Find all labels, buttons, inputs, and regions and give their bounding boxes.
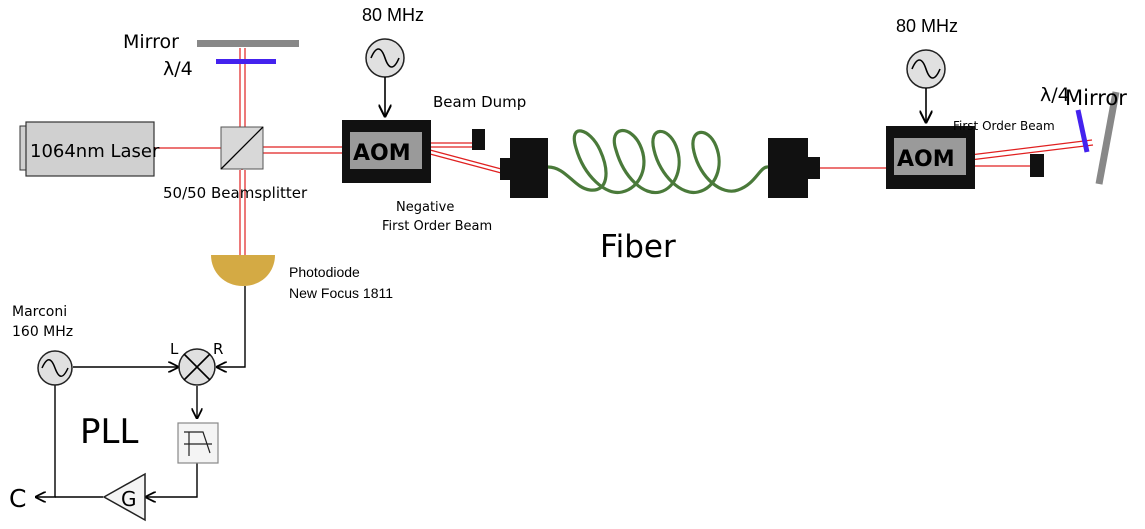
mirror-right	[1095, 91, 1120, 185]
photodiode-label-line-1: Photodiode	[289, 264, 360, 280]
beamsplitter-cube	[220, 126, 264, 170]
marconi-label-line-2: 160 MHz	[12, 324, 73, 340]
aom-1: AOM	[342, 120, 431, 183]
beam-dump-1	[472, 129, 485, 150]
negative-beam-label-line-1: Negative	[396, 200, 454, 215]
photodiode	[211, 255, 275, 286]
pll-wiring	[36, 286, 246, 497]
qwp-right-label: λ/4	[1040, 84, 1070, 106]
beamsplitter-label: 50/50 Beamsplitter	[163, 184, 308, 202]
quarter-waveplate-right	[1075, 109, 1090, 153]
lowpass-filter-icon	[177, 422, 219, 464]
output-c-label: C	[9, 484, 26, 513]
fiber-coupler-input	[500, 138, 548, 198]
triangle-amplifier-icon: G	[102, 472, 146, 522]
photodiode-label-line-2: New Focus 1811	[289, 285, 393, 301]
aom-2-label: AOM	[897, 147, 955, 172]
laser-label: 1064nm Laser	[30, 141, 160, 162]
aom-2-frequency-label: 80 MHz	[896, 16, 958, 36]
mirror-left	[197, 40, 299, 47]
mixer-r-label: R	[213, 340, 223, 358]
mixer-cross-icon	[178, 348, 216, 386]
quarter-waveplate-left	[216, 59, 276, 64]
sine-wave-source-icon	[365, 38, 405, 78]
aom-2: AOM	[886, 126, 975, 189]
negative-beam-label-line-2: First Order Beam	[382, 219, 492, 234]
fiber-label: Fiber	[600, 229, 676, 265]
sine-wave-source-icon-2	[906, 49, 946, 89]
beam-dump-label: Beam Dump	[433, 93, 526, 111]
pll-label: PLL	[80, 412, 138, 452]
mirror-right-label: Mirror	[1065, 86, 1127, 110]
laser-source: 1064nm Laser	[19, 121, 160, 177]
optical-fiber	[547, 128, 769, 195]
first-order-beam-label: First Order Beam	[953, 119, 1055, 133]
qwp-left-label: λ/4	[163, 58, 193, 80]
fiber-coupler-output	[768, 138, 820, 198]
laser-beam-paths	[153, 48, 1094, 255]
beam-dump-2	[1030, 154, 1044, 177]
marconi-label-line-1: Marconi	[12, 304, 67, 320]
aom-1-label: AOM	[353, 141, 411, 166]
mixer-l-label: L	[170, 340, 179, 358]
amplifier-g-label: G	[121, 487, 137, 511]
sine-wave-source-icon-marconi	[37, 350, 73, 386]
mirror-left-label: Mirror	[123, 31, 179, 53]
aom-1-frequency-label: 80 MHz	[362, 5, 424, 25]
